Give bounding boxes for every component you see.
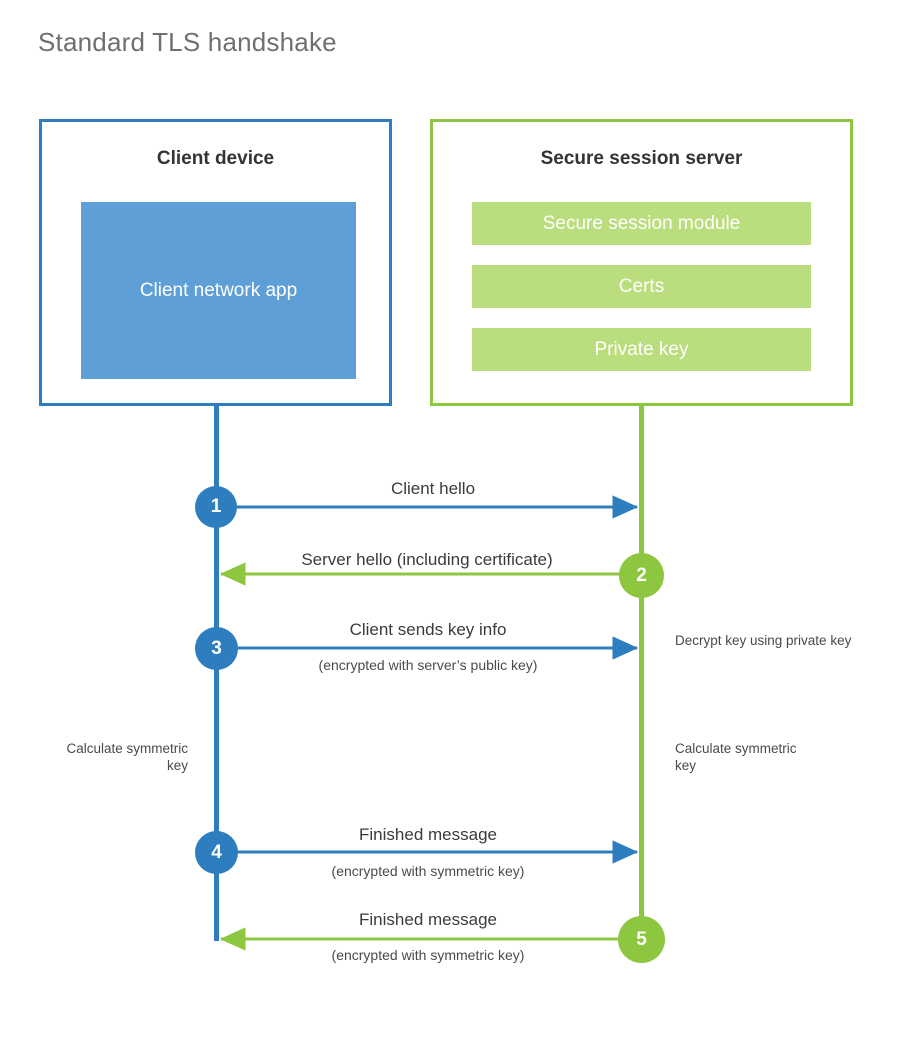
step-marker-4[interactable]: 4 [195,831,238,874]
client-device-title: Client device [156,148,275,169]
step-marker-1[interactable]: 1 [195,486,237,528]
step-5-sublabel: (encrypted with symmetric key) [331,947,525,963]
step-3-sublabel: (encrypted with server’s public key) [318,657,538,673]
note-server-decrypt: Decrypt key using private key [675,633,852,648]
step-3-label: Client sends key info [349,620,507,639]
page-title: Standard TLS handshake [38,27,337,57]
secure-session-server-title: Secure session server [540,148,743,169]
step-1-label: Client hello [390,479,476,498]
server-component-secure-session-module: Secure session module [472,202,811,245]
step-marker-5[interactable]: 5 [618,916,665,963]
step-marker-3[interactable]: 3 [195,627,238,670]
note-client-calculate-symmetric-key: Calculate symmetric key [66,741,188,773]
step-4-sublabel: (encrypted with symmetric key) [331,863,525,879]
step-marker-2[interactable]: 2 [619,553,664,598]
client-device-box: Client device Client network app [39,119,392,406]
server-component-certs: Certs [472,265,811,308]
client-network-app-block: Client network app [81,202,356,379]
note-server-calculate-symmetric-key: Calculate symmetric key [675,741,797,773]
step-2-label: Server hello (including certificate) [301,550,553,569]
step-5-label: Finished message [359,910,497,929]
server-component-private-key: Private key [472,328,811,371]
step-4-label: Finished message [359,825,497,844]
secure-session-server-box: Secure session server Secure session mod… [430,119,853,406]
